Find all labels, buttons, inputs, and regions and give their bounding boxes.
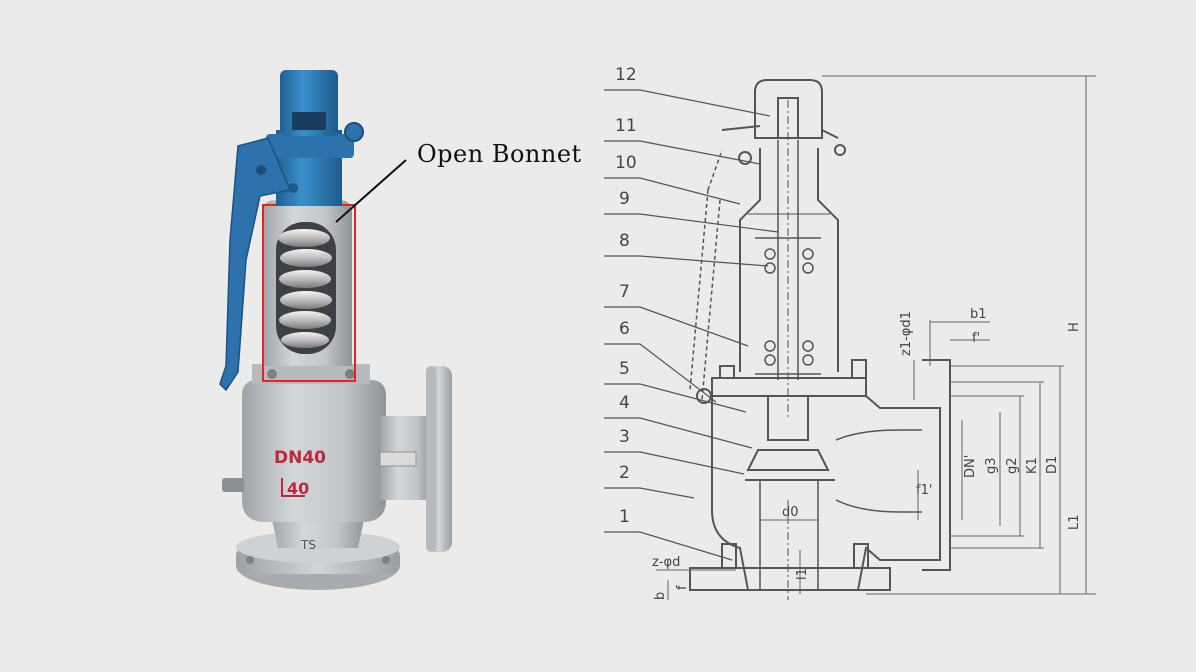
dim-K1: K1 — [1025, 457, 1040, 474]
dim-g3: g3 — [984, 457, 999, 474]
part-number-2: 2 — [619, 463, 630, 483]
part-number-8: 8 — [619, 231, 630, 251]
part-number-10: 10 — [615, 153, 637, 173]
cap-outline — [754, 79, 823, 139]
valve-photo: DN40 40 TS — [219, 70, 452, 590]
callout-pointer — [335, 159, 407, 223]
body-marking-base: TS — [300, 538, 316, 552]
dim-D1: D1 — [1045, 456, 1060, 474]
part-number-labels: 12 11 10 9 8 7 6 5 4 3 2 1 — [615, 65, 637, 527]
part-number-9: 9 — [619, 189, 630, 209]
dim-DN-outlet: DN' — [963, 455, 978, 478]
sectional-drawing — [689, 79, 951, 600]
spring — [278, 229, 332, 348]
dim-z-phid: z-φd — [652, 555, 680, 570]
dim-L1: L1 — [1067, 514, 1082, 530]
dim-f1: f1' — [916, 483, 932, 498]
part-number-7: 7 — [619, 282, 630, 302]
dimension-labels: b1 f' z1-φd1 H DN' g3 g2 K1 D1 L1 f1' d0… — [652, 307, 1082, 600]
part-number-5: 5 — [619, 359, 630, 379]
dim-z1-phid1: z1-φd1 — [899, 311, 914, 356]
part-number-1: 1 — [619, 507, 630, 527]
valve-body — [242, 380, 386, 522]
dim-d0: d0 — [782, 505, 799, 520]
bonnet-outline — [739, 148, 839, 372]
part-number-12: 12 — [615, 65, 637, 85]
dim-f-bottom: f — [675, 585, 690, 590]
part-number-6: 6 — [619, 319, 630, 339]
part-number-11: 11 — [615, 116, 637, 136]
dim-l1: l1 — [795, 568, 810, 580]
callout-open-bonnet: Open Bonnet — [417, 140, 582, 168]
body-marking-pressure: 40 — [287, 479, 309, 498]
leader-lines — [604, 89, 779, 561]
dim-H: H — [1067, 322, 1082, 332]
dim-b: b — [653, 592, 668, 600]
dim-g2: g2 — [1005, 457, 1020, 474]
lift-lever — [219, 137, 292, 392]
body-marking-size: DN40 — [274, 448, 326, 468]
dim-b1: b1 — [970, 307, 987, 322]
dim-f-top: f' — [972, 331, 980, 346]
part-number-4: 4 — [619, 393, 630, 413]
part-number-3: 3 — [619, 427, 630, 447]
dimension-lines — [656, 75, 1096, 600]
